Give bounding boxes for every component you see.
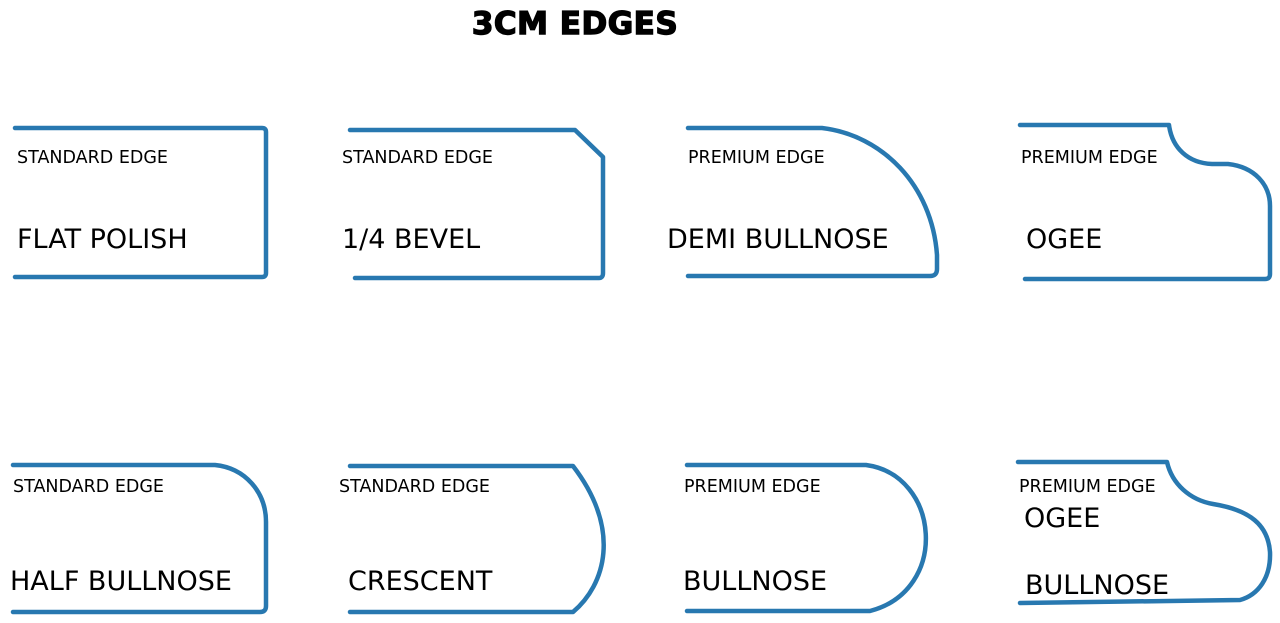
demi-bullnose-name: DEMI BULLNOSE (667, 224, 889, 255)
ogee-name: OGEE (1026, 224, 1102, 255)
bullnose-name: BULLNOSE (683, 566, 827, 597)
ogee-bullnose-name-line-2: BULLNOSE (1025, 570, 1169, 601)
ogee-bullnose-tier: PREMIUM EDGE (1019, 477, 1156, 497)
crescent-profile (347, 463, 606, 615)
flat-polish-profile (12, 125, 269, 280)
demi-bullnose-tier: PREMIUM EDGE (688, 148, 825, 168)
flat-polish-tier: STANDARD EDGE (17, 148, 168, 168)
edge-ogee: PREMIUM EDGE OGEE (1017, 122, 1273, 282)
ogee-bullnose-name-line-1: OGEE (1024, 503, 1100, 534)
edge-bullnose: PREMIUM EDGE BULLNOSE (683, 462, 929, 614)
bullnose-tier: PREMIUM EDGE (684, 477, 821, 497)
quarter-bevel-tier: STANDARD EDGE (342, 148, 493, 168)
crescent-tier: STANDARD EDGE (339, 477, 490, 497)
page-title: 3CM EDGES (471, 5, 679, 42)
flat-polish-name: FLAT POLISH (17, 224, 188, 255)
edge-crescent: STANDARD EDGE CRESCENT (339, 463, 606, 615)
edge-half-bullnose: STANDARD EDGE HALF BULLNOSE (10, 462, 269, 615)
ogee-tier: PREMIUM EDGE (1021, 148, 1158, 168)
demi-bullnose-profile (685, 125, 940, 279)
ogee-bullnose-profile (1015, 459, 1273, 606)
ogee-profile (1017, 122, 1273, 282)
edge-ogee-bullnose: PREMIUM EDGE OGEE BULLNOSE (1015, 459, 1273, 606)
quarter-bevel-name: 1/4 BEVEL (342, 224, 480, 255)
half-bullnose-tier: STANDARD EDGE (13, 477, 164, 497)
half-bullnose-profile (10, 462, 269, 615)
crescent-name: CRESCENT (348, 566, 493, 597)
half-bullnose-name: HALF BULLNOSE (10, 566, 232, 597)
quarter-bevel-profile (347, 127, 606, 281)
edge-flat-polish: STANDARD EDGE FLAT POLISH (12, 125, 269, 280)
edge-demi-bullnose: PREMIUM EDGE DEMI BULLNOSE (667, 125, 940, 279)
bullnose-profile (684, 462, 929, 614)
edge-quarter-bevel: STANDARD EDGE 1/4 BEVEL (342, 127, 606, 281)
